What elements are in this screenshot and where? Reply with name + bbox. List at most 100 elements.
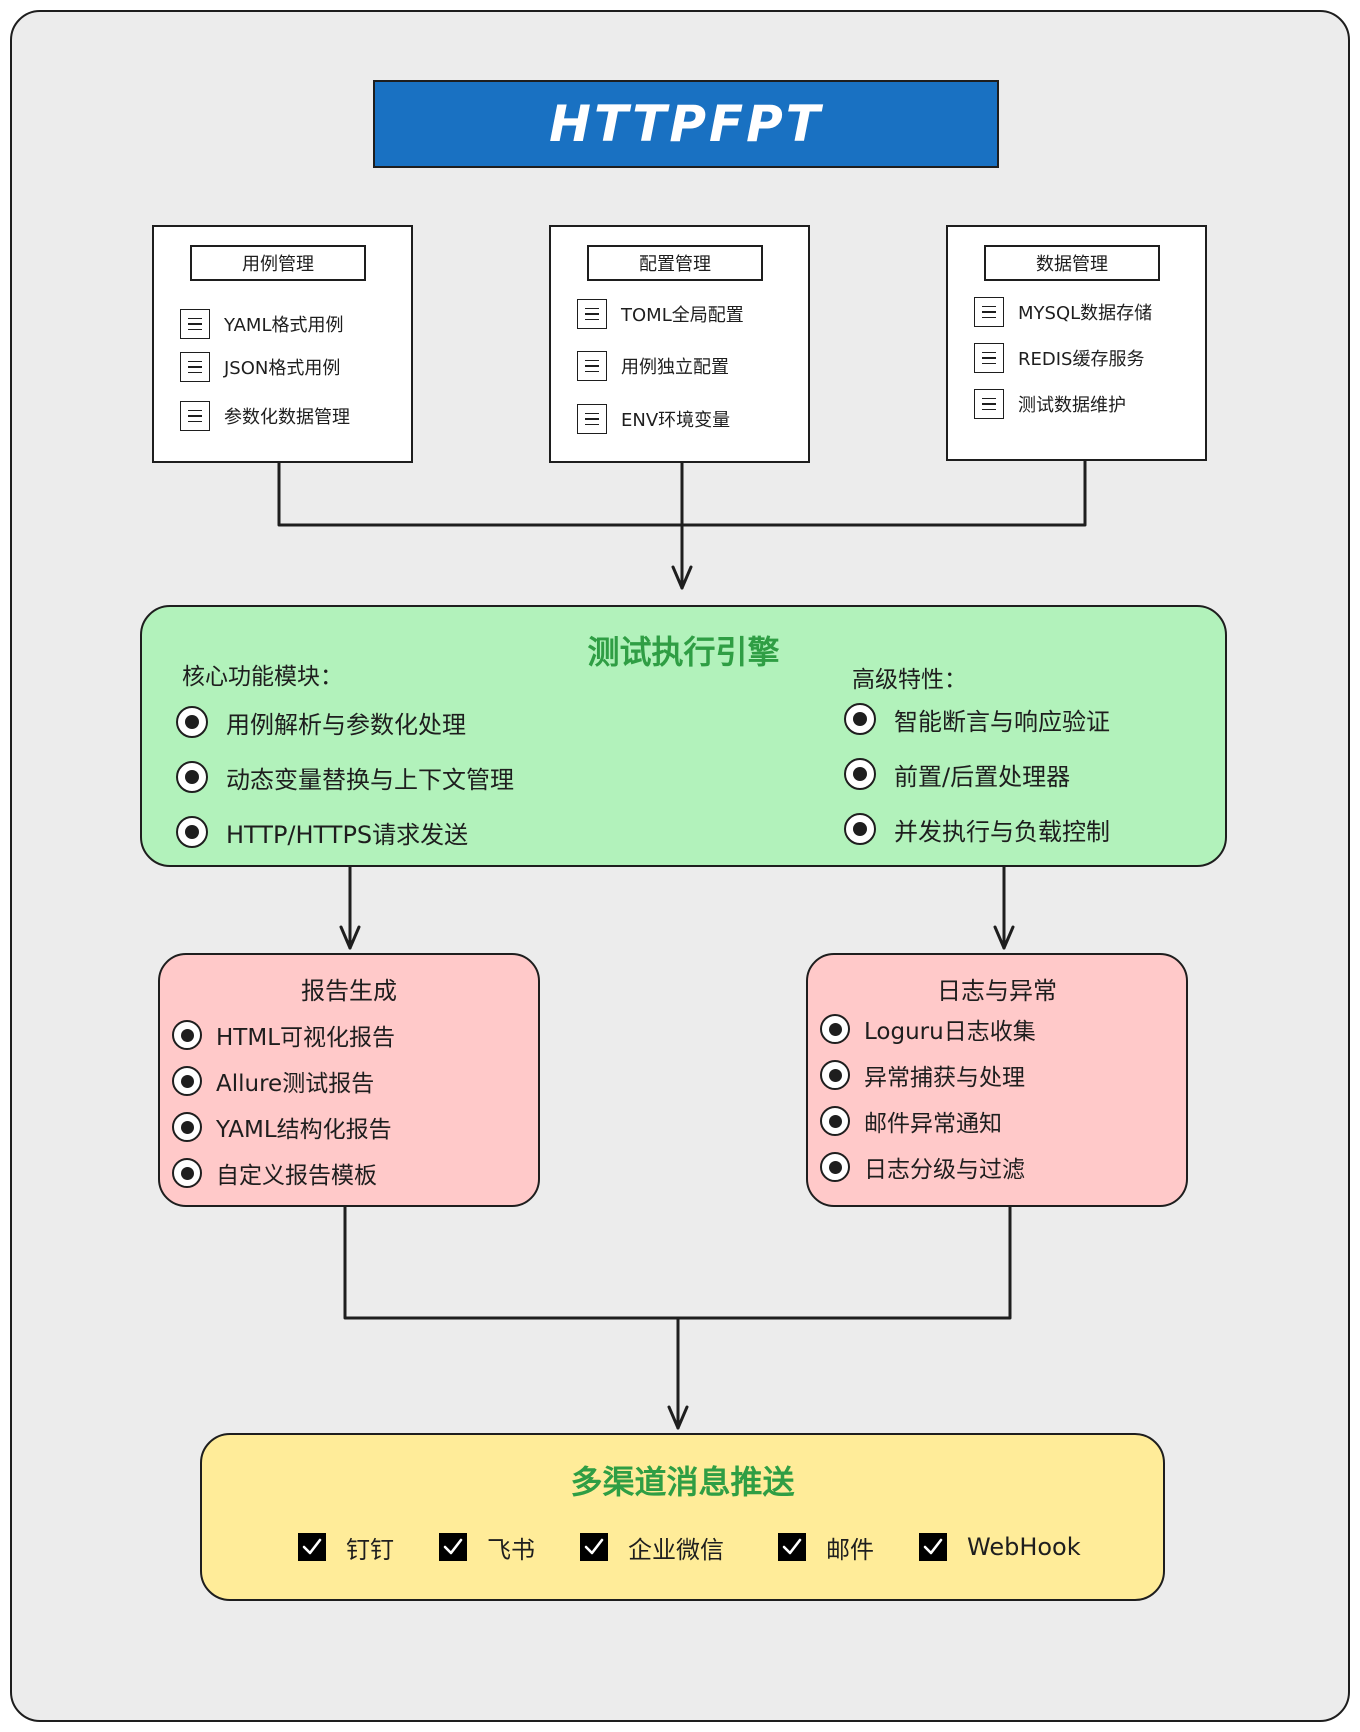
title-box: HTTPFPT	[373, 80, 999, 168]
module-item-label: 用例独立配置	[621, 357, 729, 378]
module-item: MYSQL数据存储	[974, 295, 1152, 329]
logging-title: 日志与异常	[937, 977, 1057, 1005]
report-item-label: Allure测试报告	[216, 1071, 375, 1097]
channel-item: 企业微信	[580, 1530, 724, 1564]
module-header: 用例管理	[190, 245, 366, 281]
arrowhead-report	[339, 925, 361, 950]
module-item-label: MYSQL数据存储	[1018, 303, 1153, 324]
channel-label: WebHook	[967, 1533, 1081, 1561]
document-lines-icon	[974, 297, 1004, 327]
module-item-label: TOML全局配置	[621, 305, 744, 326]
advanced-item: 智能断言与响应验证	[844, 699, 1110, 739]
document-lines-icon	[974, 343, 1004, 373]
module-item: YAML格式用例	[180, 307, 343, 341]
radio-dot-icon	[176, 706, 208, 738]
channel-item: 邮件	[778, 1530, 874, 1564]
module-item: TOML全局配置	[577, 297, 744, 331]
core-item: 用例解析与参数化处理	[176, 702, 466, 742]
connector-outputs-merge	[343, 1202, 1012, 1320]
advanced-item: 前置/后置处理器	[844, 754, 1070, 794]
test-engine-box: 测试执行引擎 核心功能模块： 高级特性： 用例解析与参数化处理 动态变量替换与上…	[140, 605, 1227, 867]
logging-item: 日志分级与过滤	[820, 1147, 1025, 1187]
checkbox-checked-icon	[919, 1533, 947, 1561]
module-item: 测试数据维护	[974, 387, 1126, 421]
logging-item-label: 邮件异常通知	[864, 1111, 1002, 1137]
document-lines-icon	[180, 309, 210, 339]
logging-item-label: Loguru日志收集	[864, 1019, 1036, 1045]
logging-item-label: 异常捕获与处理	[864, 1065, 1025, 1091]
arrowhead-engine	[671, 565, 693, 590]
report-item-label: YAML结构化报告	[216, 1117, 392, 1143]
module-item: JSON格式用例	[180, 350, 340, 384]
core-item-label: HTTP/HTTPS请求发送	[226, 820, 469, 849]
report-item: HTML可视化报告	[172, 1015, 395, 1055]
checkbox-checked-icon	[580, 1533, 608, 1561]
core-item: 动态变量替换与上下文管理	[176, 757, 514, 797]
advanced-heading: 高级特性：	[852, 667, 967, 693]
module-data-management: 数据管理 MYSQL数据存储 REDIS缓存服务 测试数据维护	[946, 225, 1207, 461]
document-lines-icon	[577, 404, 607, 434]
module-case-management: 用例管理 YAML格式用例 JSON格式用例 参数化数据管理	[152, 225, 413, 463]
module-item-label: JSON格式用例	[224, 358, 341, 379]
radio-dot-icon	[820, 1152, 850, 1182]
document-lines-icon	[180, 401, 210, 431]
core-item: HTTP/HTTPS请求发送	[176, 812, 468, 852]
message-push-box: 多渠道消息推送 钉钉 飞书 企业微信 邮件 WebHook	[200, 1433, 1165, 1601]
module-item-label: YAML格式用例	[224, 315, 344, 336]
radio-dot-icon	[176, 761, 208, 793]
core-item-label: 动态变量替换与上下文管理	[226, 765, 514, 794]
document-lines-icon	[180, 352, 210, 382]
core-heading: 核心功能模块：	[182, 664, 343, 690]
report-box: 报告生成 HTML可视化报告 Allure测试报告 YAML结构化报告 自定义报…	[158, 953, 540, 1207]
push-title: 多渠道消息推送	[570, 1463, 795, 1501]
channel-label: 钉钉	[346, 1535, 394, 1564]
module-item-label: ENV环境变量	[621, 410, 731, 431]
report-item-label: 自定义报告模板	[216, 1163, 377, 1189]
advanced-item-label: 前置/后置处理器	[894, 762, 1071, 791]
checkbox-checked-icon	[298, 1533, 326, 1561]
engine-title: 测试执行引擎	[587, 633, 780, 671]
module-header: 数据管理	[984, 245, 1160, 281]
radio-dot-icon	[820, 1014, 850, 1044]
radio-dot-icon	[172, 1112, 202, 1142]
report-item: Allure测试报告	[172, 1061, 374, 1101]
document-lines-icon	[577, 299, 607, 329]
radio-dot-icon	[844, 703, 876, 735]
logging-item: 邮件异常通知	[820, 1101, 1002, 1141]
checkbox-checked-icon	[778, 1533, 806, 1561]
channel-label: 邮件	[826, 1535, 874, 1564]
channel-item: WebHook	[919, 1530, 1081, 1564]
core-item-label: 用例解析与参数化处理	[226, 710, 466, 739]
report-item-label: HTML可视化报告	[216, 1025, 396, 1051]
radio-dot-icon	[172, 1066, 202, 1096]
logging-box: 日志与异常 Loguru日志收集 异常捕获与处理 邮件异常通知 日志分级与过滤	[806, 953, 1188, 1207]
report-item: 自定义报告模板	[172, 1153, 377, 1193]
module-item-label: 测试数据维护	[1018, 395, 1126, 416]
diagram-title: HTTPFPT	[549, 95, 823, 153]
channel-item: 飞书	[439, 1530, 535, 1564]
module-header: 配置管理	[587, 245, 763, 281]
advanced-item-label: 智能断言与响应验证	[894, 707, 1110, 736]
module-item: ENV环境变量	[577, 402, 730, 436]
arrowhead-logging	[993, 925, 1015, 950]
logging-item: 异常捕获与处理	[820, 1055, 1025, 1095]
radio-dot-icon	[172, 1158, 202, 1188]
checkbox-checked-icon	[439, 1533, 467, 1561]
module-item: REDIS缓存服务	[974, 341, 1144, 375]
document-lines-icon	[577, 351, 607, 381]
advanced-item-label: 并发执行与负载控制	[894, 817, 1110, 846]
radio-dot-icon	[172, 1020, 202, 1050]
report-title: 报告生成	[301, 977, 397, 1005]
radio-dot-icon	[844, 813, 876, 845]
radio-dot-icon	[844, 758, 876, 790]
module-config-management: 配置管理 TOML全局配置 用例独立配置 ENV环境变量	[549, 225, 810, 463]
module-item-label: REDIS缓存服务	[1018, 349, 1145, 370]
radio-dot-icon	[820, 1106, 850, 1136]
channel-item: 钉钉	[298, 1530, 394, 1564]
radio-dot-icon	[176, 816, 208, 848]
module-item: 用例独立配置	[577, 349, 729, 383]
radio-dot-icon	[820, 1060, 850, 1090]
channel-label: 飞书	[487, 1535, 535, 1564]
channel-label: 企业微信	[628, 1535, 724, 1564]
